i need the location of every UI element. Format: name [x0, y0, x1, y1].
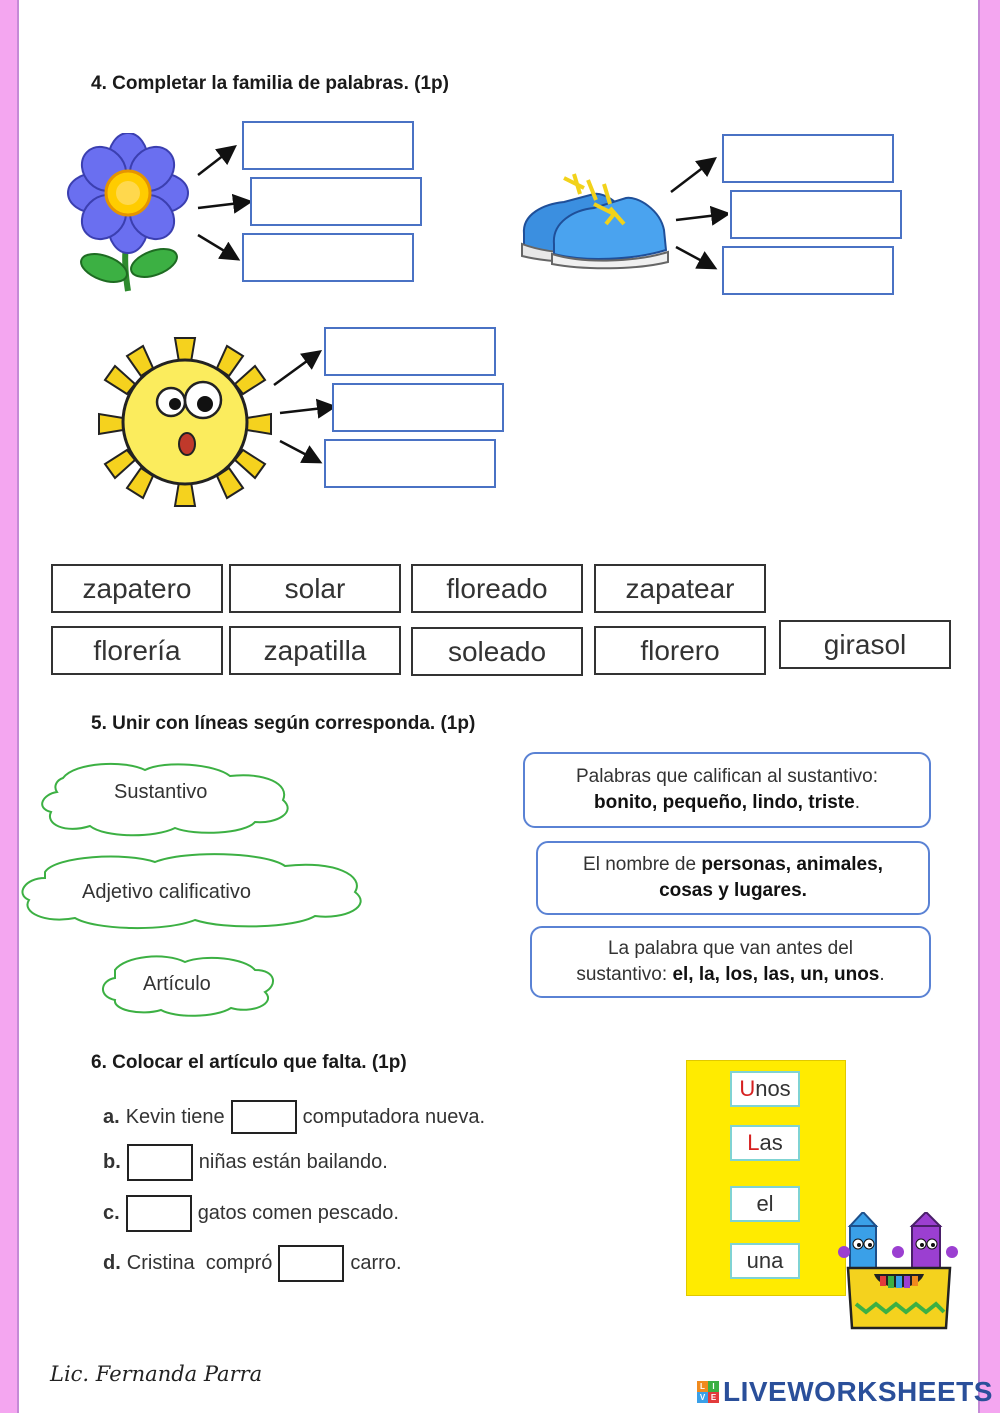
flower-word-input-1[interactable] — [242, 121, 414, 170]
sentence-letter: d. — [103, 1252, 121, 1274]
word-bank-item[interactable]: zapatear — [594, 564, 766, 613]
definition-adjetivo[interactable]: Palabras que califican al sustantivo: bo… — [523, 752, 931, 828]
sentence-letter: b. — [103, 1151, 121, 1173]
definition-sustantivo[interactable]: El nombre de personas, animales, cosas y… — [536, 841, 930, 915]
sun-word-input-2[interactable] — [332, 383, 504, 432]
word-bank-item[interactable]: zapatilla — [229, 626, 401, 675]
sun-arrows — [273, 350, 337, 464]
sun-word-input-3[interactable] — [324, 439, 496, 488]
shoe-word-input-3[interactable] — [722, 246, 894, 295]
section6-heading: 6. Colocar el artículo que falta. (1p) — [91, 1052, 407, 1073]
article-blank-d[interactable] — [278, 1245, 345, 1282]
definition-articulo[interactable]: La palabra que van antes del sustantivo:… — [530, 926, 931, 998]
cloud-shapes — [21, 762, 362, 1017]
sentence-text-after: niñas están bailando. — [198, 1151, 388, 1173]
flower-word-input-3[interactable] — [242, 233, 414, 282]
word-bank-item[interactable]: solar — [229, 564, 401, 613]
definition-line: La palabra que van antes del — [607, 938, 854, 959]
left-page-border — [0, 0, 19, 1413]
flower-arrows — [197, 144, 253, 261]
author-signature: Lic. Fernanda Parra — [50, 1362, 263, 1386]
word-bank-item[interactable]: zapatero — [51, 564, 223, 613]
sentence-a: a. Kevin tiene computadora nueva. — [103, 1100, 485, 1134]
article-blank-a[interactable] — [230, 1100, 297, 1134]
word-bank-item[interactable]: florero — [594, 626, 766, 675]
sentence-letter: c. — [103, 1202, 120, 1224]
sentence-text-before: Kevin tiene — [125, 1105, 225, 1128]
cloud-label-sustantivo[interactable]: Sustantivo — [114, 781, 208, 803]
article-option-el[interactable]: el — [730, 1186, 800, 1222]
word-bank-item[interactable]: girasol — [779, 620, 951, 669]
section4-heading: 4. Completar la familia de palabras. (1p… — [91, 73, 449, 94]
shoes-arrows — [670, 156, 728, 270]
sentence-text-after: computadora nueva. — [302, 1105, 485, 1128]
option-first-letter: L — [747, 1130, 760, 1155]
article-blank-c[interactable] — [125, 1195, 192, 1232]
sun-word-input-1[interactable] — [324, 327, 496, 376]
crayon-box-image — [838, 1212, 958, 1330]
shoes-image — [521, 173, 669, 270]
article-blank-b[interactable] — [126, 1144, 193, 1181]
article-option-una[interactable]: una — [730, 1243, 800, 1279]
shoe-word-input-1[interactable] — [722, 134, 894, 183]
flower-word-input-2[interactable] — [250, 177, 422, 226]
sun-image — [98, 337, 272, 507]
sentence-d: d. Cristina compró carro. — [103, 1245, 402, 1282]
sentence-b: b. niñas están bailando. — [103, 1144, 388, 1181]
word-bank-item[interactable]: soleado — [411, 627, 583, 676]
option-first-letter: U — [739, 1076, 756, 1101]
sentence-text-before: Cristina compró — [126, 1252, 273, 1274]
sentence-text-after: gatos comen pescado. — [197, 1202, 399, 1224]
sentence-c: c. gatos comen pescado. — [103, 1195, 399, 1232]
shoe-word-input-2[interactable] — [730, 190, 902, 239]
option-rest: as — [759, 1130, 783, 1155]
option-rest: una — [746, 1248, 784, 1273]
sentence-letter: a. — [103, 1105, 120, 1128]
option-rest: nos — [755, 1076, 791, 1101]
definition-line: Palabras que califican al sustantivo: — [575, 766, 879, 787]
definition-line: bonito, pequeño, lindo, triste. — [594, 792, 860, 813]
cloud-label-articulo[interactable]: Artículo — [143, 973, 211, 995]
section5-heading: 5. Unir con líneas según corresponda. (1… — [91, 713, 476, 734]
option-rest: el — [756, 1191, 774, 1216]
right-page-border — [978, 0, 1000, 1413]
liveworksheets-logo-text: LIVEWORKSHEETS — [723, 1376, 993, 1407]
definition-line: sustantivo: el, la, los, las, un, unos. — [576, 964, 885, 985]
definition-line: cosas y lugares. — [659, 880, 807, 901]
definition-line: El nombre de personas, animales, — [583, 854, 883, 875]
cloud-label-adjetivo[interactable]: Adjetivo calificativo — [82, 881, 251, 903]
sentence-text-after: carro. — [350, 1252, 402, 1274]
flower-image — [67, 133, 189, 292]
word-bank-item[interactable]: florería — [51, 626, 223, 675]
word-bank-item[interactable]: floreado — [411, 564, 583, 613]
